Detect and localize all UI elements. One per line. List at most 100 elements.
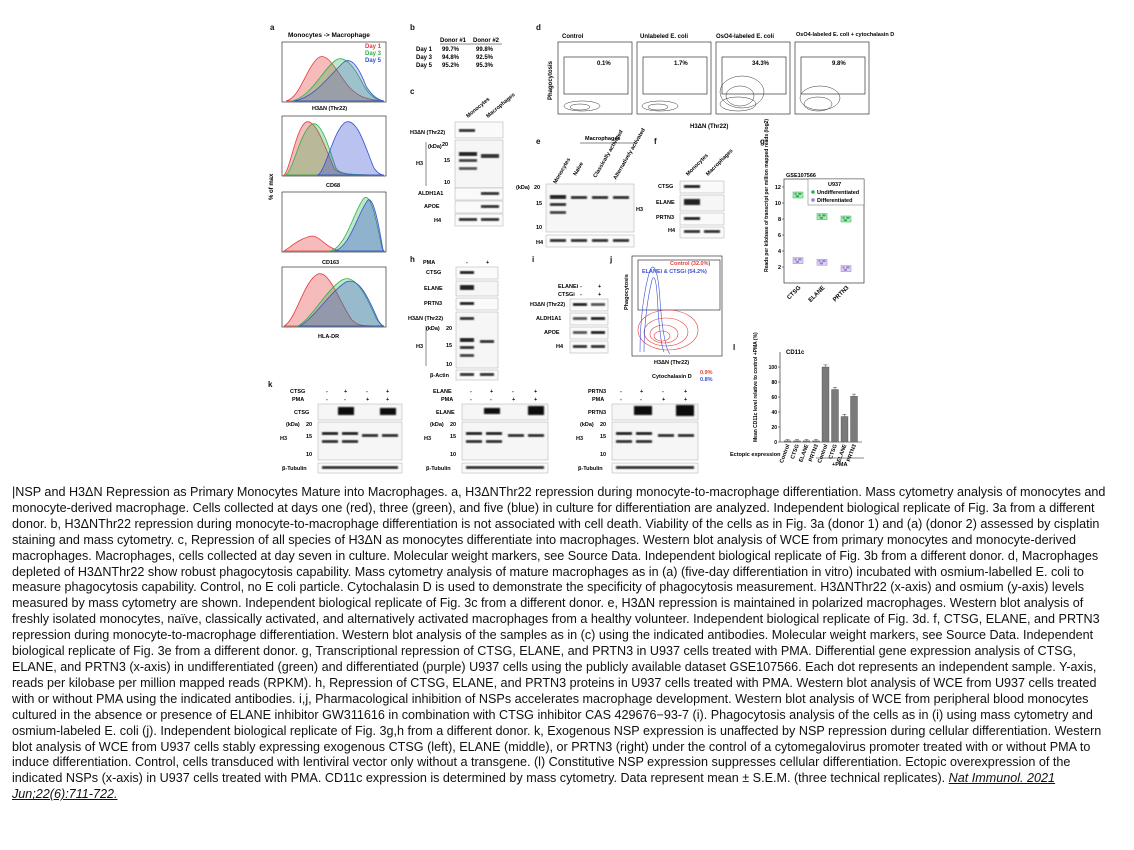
panel-d: Phagocytosis H3ΔN (Thr22) Control 0.1% U… — [548, 32, 894, 130]
b-cell: 95.2% — [442, 63, 460, 69]
k-sign: - — [326, 397, 328, 403]
l-ylabel: Mean CD11c level relative to control +PM… — [753, 332, 759, 442]
e-col: Naïve — [573, 161, 586, 177]
h-pma-val: + — [486, 260, 489, 266]
i-treat: + — [598, 292, 601, 298]
e-h4: H4 — [536, 240, 544, 246]
h-mw: 20 — [446, 326, 452, 332]
e-mw: 15 — [536, 201, 542, 207]
k-sign: + — [386, 389, 389, 395]
d-percent: 0.1% — [597, 61, 611, 67]
k-row-gene: ELANE — [436, 410, 455, 416]
figure-caption: |NSP and H3ΔN Repression as Primary Mono… — [12, 485, 1117, 803]
histogram-2: CD68 — [281, 115, 387, 189]
e-mw: 10 — [536, 225, 542, 231]
figure: a b c d e f g h i j k l Monocytes -> Mac… — [268, 23, 894, 474]
g-point — [818, 259, 821, 263]
c-mw: 20 — [442, 142, 448, 148]
i-treat: - — [580, 284, 582, 290]
j-legend-inhib: ELANEi & CTSGi (54.2%) — [642, 269, 707, 275]
h-mw: 10 — [446, 362, 452, 368]
b-header: Donor #2 — [473, 38, 500, 44]
g-tick-label: 8 — [778, 217, 781, 223]
panel-a: Monocytes -> Macrophage % of max Day 1 D… — [269, 32, 387, 340]
h-pma-val: - — [466, 260, 468, 266]
k-treat-label: PMA — [592, 397, 604, 403]
b-cell: Day 5 — [416, 63, 433, 69]
d-title: OsO4-labeled E. coli + cytochalasin D — [796, 32, 894, 38]
l-category-label: CTSG — [790, 444, 801, 460]
g-point — [794, 258, 797, 261]
d-xlabel: H3ΔN (Thr22) — [690, 124, 728, 130]
b-header: Donor #1 — [440, 38, 467, 44]
g-category-label: PRTN3 — [832, 285, 851, 304]
k-sign: - — [620, 397, 622, 403]
k-mw: 20 — [600, 422, 606, 428]
panel-a-title: Monocytes -> Macrophage — [288, 32, 370, 39]
d-title: OsO4-labeled E. coli — [716, 34, 774, 40]
k-kda: (kDa) — [580, 422, 594, 428]
k-sign: - — [662, 389, 664, 395]
panel-l: CD11c Mean CD11c level relative to contr… — [730, 332, 864, 468]
g-point — [822, 259, 825, 263]
i-treat: + — [598, 284, 601, 290]
l-bar — [821, 366, 830, 443]
j-cyto-inhib: 0.8% — [700, 377, 713, 383]
legend-day5: Day 5 — [365, 58, 382, 64]
i-row: H4 — [556, 344, 564, 350]
g-legend-diff: Differentiated — [817, 198, 852, 204]
k-sign: - — [640, 397, 642, 403]
g-point — [795, 195, 798, 198]
g-box — [816, 258, 828, 266]
k-sign: + — [534, 397, 537, 403]
i-row: ALDH1A1 — [536, 316, 561, 322]
b-cell: 95.3% — [476, 63, 494, 69]
k-h3: H3 — [280, 436, 287, 442]
panel-c: Monocytes Macrophages H3ΔN (Thr22) (kDa)… — [410, 92, 516, 227]
l-tick-label: 0 — [774, 440, 777, 446]
j-xlabel: H3ΔN (Thr22) — [654, 360, 689, 366]
flow-plot-4: OsO4-labeled E. coli + cytochalasin D 9.… — [794, 32, 894, 115]
j-legend-control: Control (32.0%) — [670, 261, 711, 267]
l-bar — [793, 440, 801, 443]
h-row: PRTN3 — [424, 301, 442, 307]
k-blot-prtn3: PRTN3 PMA - + - + - - + + PRTN3 (kDa) 20… — [576, 389, 699, 474]
b-cell: 94.8% — [442, 55, 460, 61]
panel-f: Monocytes Macrophages CTSG ELANE PRTN3 H… — [656, 148, 734, 239]
k-treat-label: PMA — [441, 397, 453, 403]
k-loading: β-Tubulin — [426, 466, 451, 472]
k-kda: (kDa) — [430, 422, 444, 428]
caption-citation[interactable]: Nat Immunol. 2021 Jun;22(6):711-722. — [12, 771, 1056, 802]
g-point — [795, 260, 798, 263]
k-mw: 20 — [306, 422, 312, 428]
g-legend-title: U937 — [828, 182, 841, 188]
c-kda: (kDa) — [428, 144, 442, 150]
k-sign: - — [344, 397, 346, 403]
k-sign: - — [470, 389, 472, 395]
flow-plot-2: Unlabeled E. coli 1.7% — [636, 34, 712, 115]
panel-letter: i — [532, 255, 534, 264]
g-tick-label: 2 — [778, 265, 781, 271]
g-point — [846, 266, 849, 269]
k-treat-label: PMA — [292, 397, 304, 403]
c-row: H4 — [434, 218, 442, 224]
i-treat: CTSGi — [558, 292, 575, 298]
i-row: APOE — [544, 330, 560, 336]
flow-plot-3: OsO4-labeled E. coli 34.3% — [715, 34, 791, 115]
c-mw: 10 — [444, 180, 450, 186]
b-cell: 92.5% — [476, 55, 494, 61]
k-blot-ctsg: CTSG PMA - + - + - - + + CTSG (kDa) 20 1… — [280, 389, 403, 474]
g-point — [843, 219, 846, 222]
xlabel-2: CD68 — [326, 183, 340, 189]
b-cell: 99.7% — [442, 47, 460, 53]
c-h3: H3 — [416, 161, 423, 167]
k-loading: β-Tubulin — [282, 466, 307, 472]
e-mw: 20 — [534, 185, 540, 191]
l-tick-label: 20 — [771, 425, 777, 431]
e-col: Monocytes — [553, 157, 573, 185]
k-treat-label: ELANE — [433, 389, 452, 395]
caption-text: |NSP and H3ΔN Repression as Primary Mono… — [12, 485, 1106, 786]
panel-letter: d — [536, 23, 541, 32]
l-tick-label: 40 — [771, 410, 777, 416]
k-blot-elane: ELANE PMA - + - + - - + + ELANE (kDa) 20… — [424, 389, 549, 474]
